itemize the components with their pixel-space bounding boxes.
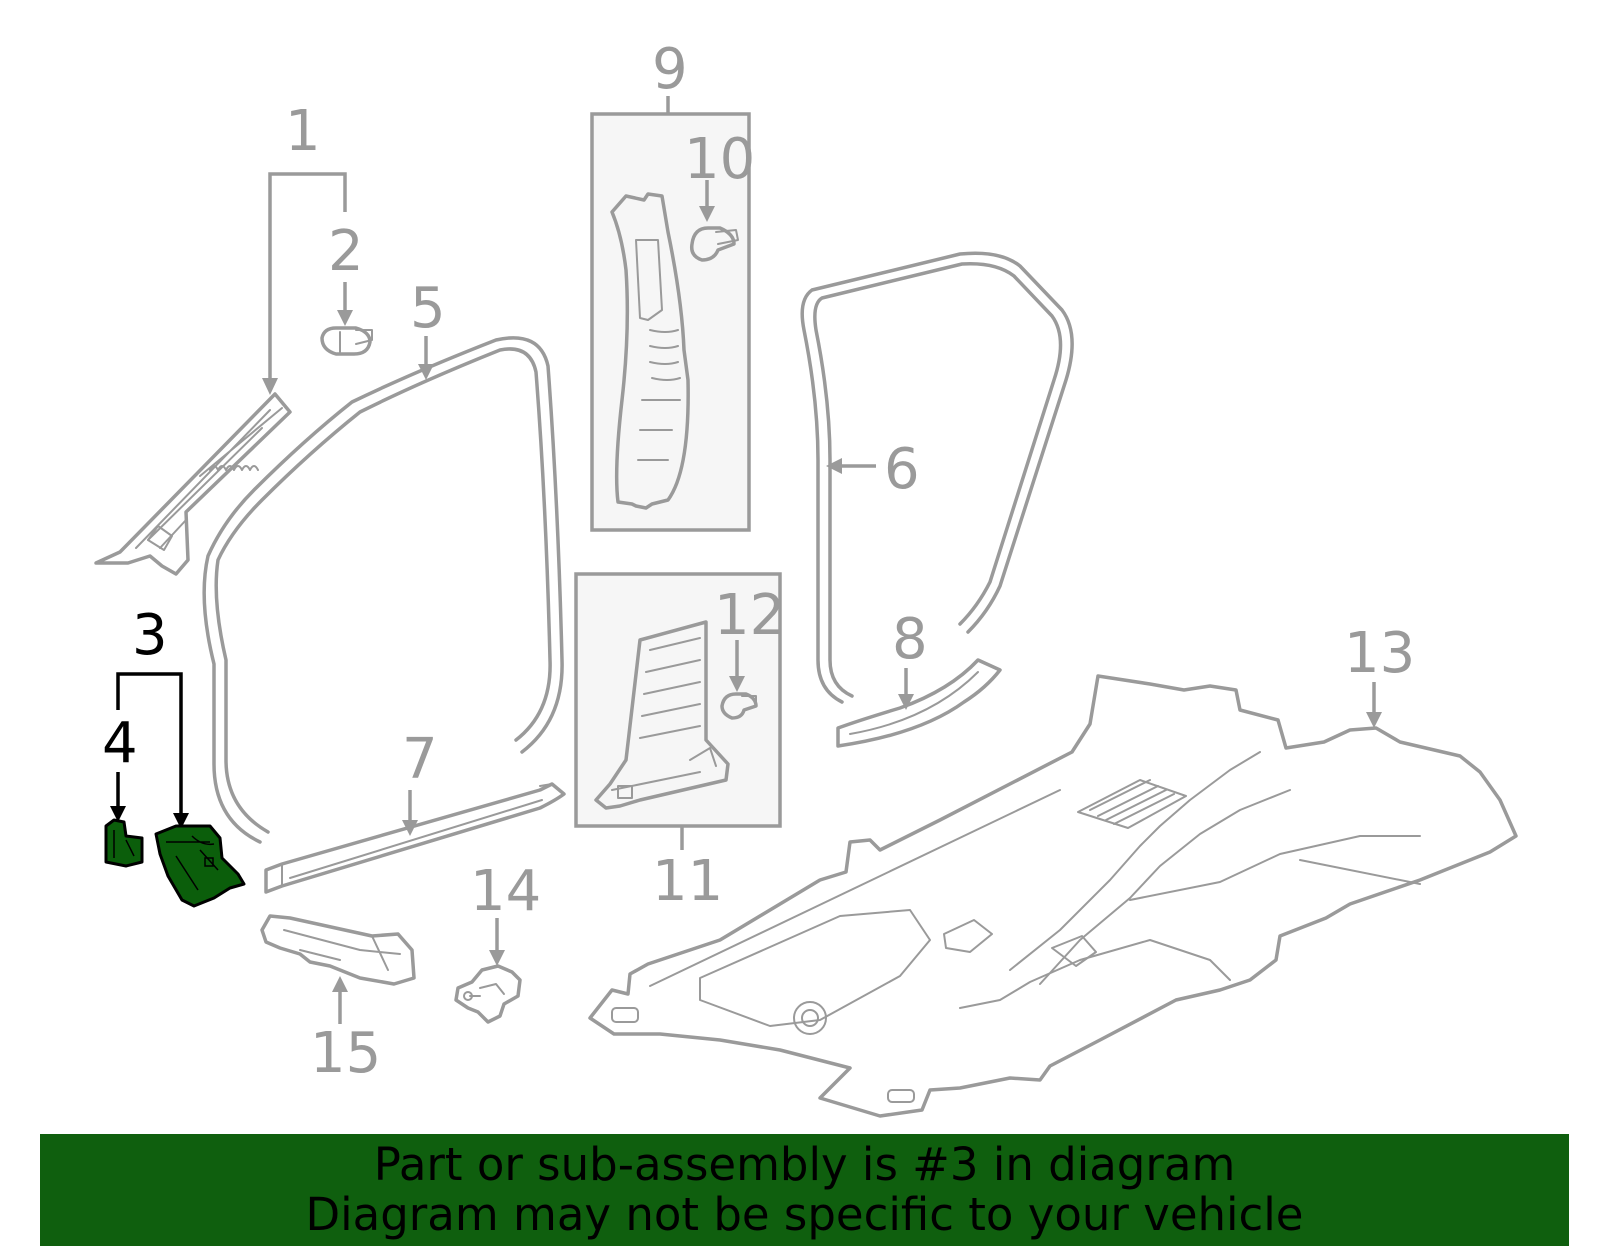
callout-12: 12 xyxy=(714,583,785,648)
callout-2: 2 xyxy=(328,219,364,284)
arrow-6 xyxy=(826,458,842,474)
part-9-b-pillar-upper-trim[interactable] xyxy=(610,192,690,510)
part-10-clip[interactable] xyxy=(689,226,739,262)
banner-line-disclaimer: Diagram may not be specific to your vehi… xyxy=(305,1188,1304,1241)
callout-6: 6 xyxy=(884,437,920,502)
callout-9: 9 xyxy=(652,37,688,102)
part-4-cowl-side-cover[interactable] xyxy=(104,818,144,868)
callout-4: 4 xyxy=(102,711,138,776)
arrow-1 xyxy=(262,378,278,395)
callout-7: 7 xyxy=(402,727,438,792)
arrow-10 xyxy=(699,206,715,222)
arrow-8 xyxy=(898,694,914,710)
leader-1 xyxy=(268,172,347,388)
arrow-13 xyxy=(1366,712,1382,728)
part-7-front-scuff-plate[interactable] xyxy=(264,782,566,894)
arrow-12 xyxy=(729,676,745,692)
part-3-cowl-side-trim[interactable] xyxy=(154,824,246,908)
callout-8: 8 xyxy=(892,607,928,672)
callout-14: 14 xyxy=(470,859,541,924)
part-14-bracket[interactable] xyxy=(454,964,522,1024)
part-11-b-pillar-lower-trim[interactable] xyxy=(594,620,730,810)
part-13-floor-carpet[interactable] xyxy=(588,674,1518,1118)
arrow-2 xyxy=(337,310,353,326)
part-2-clip[interactable] xyxy=(320,326,373,356)
callout-1: 1 xyxy=(285,99,321,164)
leader-3 xyxy=(116,672,183,815)
part-15-duct[interactable] xyxy=(260,914,416,986)
arrow-4 xyxy=(110,806,126,822)
callout-15: 15 xyxy=(310,1021,381,1086)
part-6-rear-door-weatherstrip[interactable] xyxy=(800,251,1074,704)
part-5-door-opening-trim[interactable] xyxy=(202,336,564,844)
callout-3: 3 xyxy=(132,603,168,668)
arrow-3 xyxy=(173,813,189,829)
callout-11: 11 xyxy=(652,849,723,914)
arrow-14 xyxy=(489,950,505,966)
callout-13: 13 xyxy=(1344,621,1415,686)
callout-10: 10 xyxy=(684,127,755,192)
part-12-clip[interactable] xyxy=(720,692,758,720)
arrow-15 xyxy=(332,976,348,992)
info-banner: Part or sub-assembly is #3 in diagram Di… xyxy=(40,1134,1569,1246)
part-1-a-pillar-garnish[interactable] xyxy=(94,392,292,576)
part-8-rear-scuff-plate[interactable] xyxy=(836,658,1002,748)
banner-line-part: Part or sub-assembly is #3 in diagram xyxy=(373,1138,1236,1191)
callout-5: 5 xyxy=(410,276,446,341)
